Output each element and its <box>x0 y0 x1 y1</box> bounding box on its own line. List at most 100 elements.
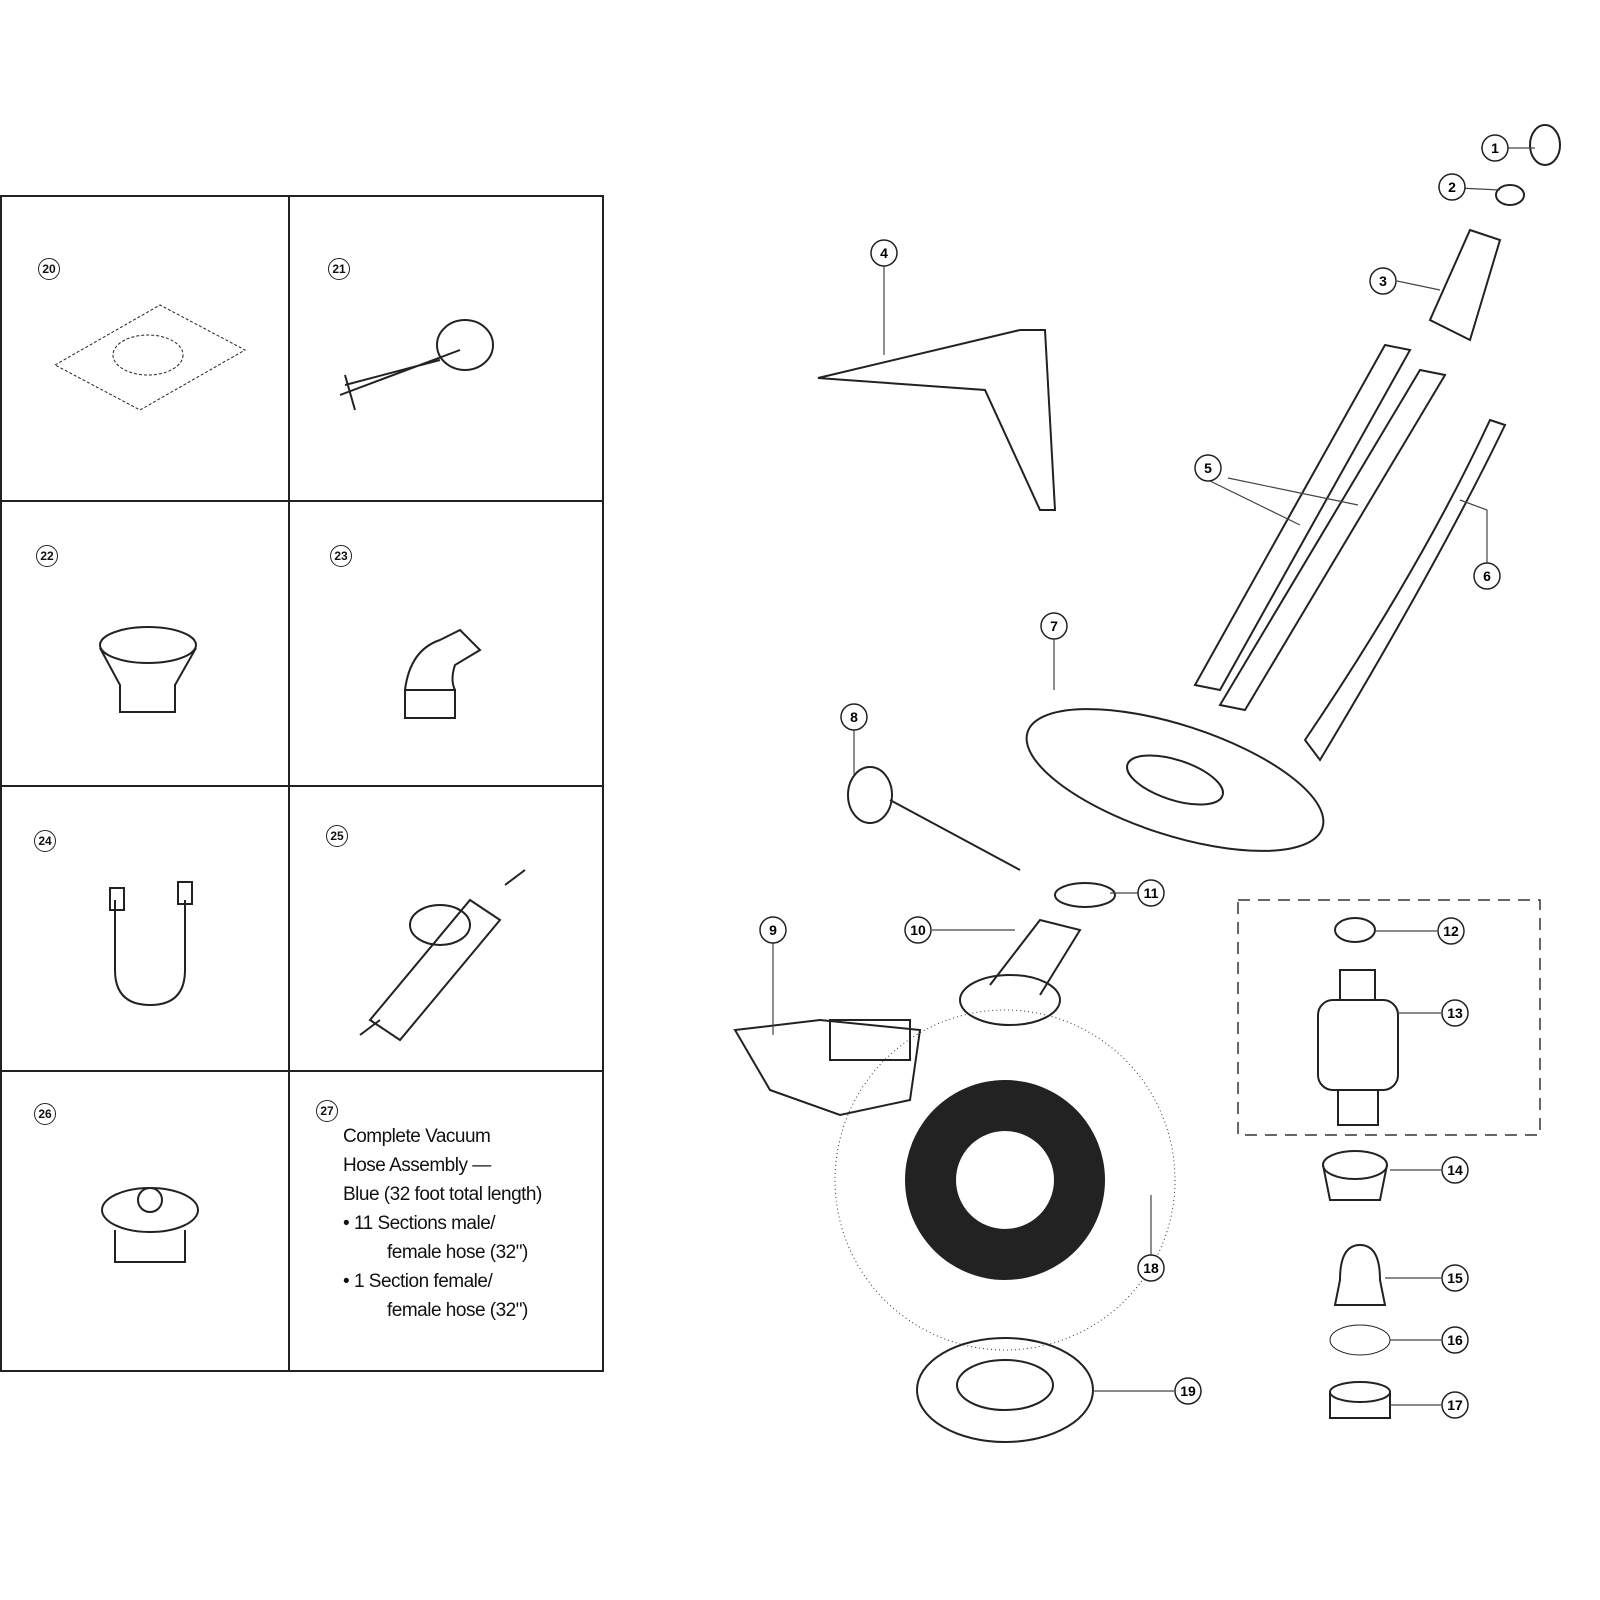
part-24-drawing <box>109 881 193 1007</box>
accessory-parts-grid <box>0 195 604 1372</box>
callout-15: 15 <box>1441 1264 1469 1292</box>
callout-circle <box>1137 879 1165 907</box>
part-13-drawing <box>1317 969 1399 1126</box>
callout-number: 13 <box>1447 1005 1463 1021</box>
grid-divider <box>2 785 602 787</box>
callout-circle <box>1040 612 1068 640</box>
bullet-line: female hose (32") <box>387 1242 528 1263</box>
callout-19: 19 <box>1174 1377 1202 1405</box>
part-15-drawing <box>1333 1243 1387 1306</box>
callout-circle <box>1441 1326 1469 1354</box>
grid-divider <box>288 197 290 1370</box>
callout-circle <box>1473 562 1501 590</box>
part-19-drawing <box>916 1337 1094 1443</box>
part-label-24: 24 <box>34 830 56 852</box>
callout-number: 8 <box>850 709 858 725</box>
callout-circle <box>1437 917 1465 945</box>
part-1-drawing <box>1529 124 1561 166</box>
part-label-26: 26 <box>34 1103 56 1125</box>
callout-4: 4 <box>870 239 898 267</box>
callout-circle <box>840 703 868 731</box>
part-label-20: 20 <box>38 258 60 280</box>
callout-3: 3 <box>1369 267 1397 295</box>
callout-8: 8 <box>840 703 868 731</box>
part-14-drawing <box>1322 1150 1388 1201</box>
callout-number: 14 <box>1447 1162 1463 1178</box>
part-label-23: 23 <box>330 545 352 567</box>
callout-number: 17 <box>1447 1397 1463 1413</box>
callout-number: 19 <box>1180 1383 1196 1399</box>
callout-number: 1 <box>1491 140 1499 156</box>
callout-14: 14 <box>1441 1156 1469 1184</box>
part-26-drawing <box>101 1187 199 1263</box>
desc-line: Blue (32 foot total length) <box>343 1184 542 1205</box>
callout-number: 11 <box>1144 885 1159 901</box>
part-10-11-drawing <box>959 882 1116 1026</box>
callout-18: 18 <box>1137 1254 1165 1282</box>
callout-2: 2 <box>1438 173 1466 201</box>
callout-circle <box>759 916 787 944</box>
callout-number: 18 <box>1143 1260 1159 1276</box>
callout-number: 9 <box>769 922 777 938</box>
callout-number: 3 <box>1379 273 1387 289</box>
callout-1: 1 <box>1481 134 1509 162</box>
kit-group-box <box>1237 899 1541 1136</box>
bullet-line: female hose (32") <box>387 1300 528 1321</box>
part-25-drawing <box>359 869 526 1042</box>
callout-12: 12 <box>1437 917 1465 945</box>
callout-circle <box>1441 1264 1469 1292</box>
part-16-drawing <box>1329 1324 1391 1356</box>
part-4-drawing <box>817 329 1057 511</box>
callout-6: 6 <box>1473 562 1501 590</box>
callout-7: 7 <box>1040 612 1068 640</box>
part-20-drawing <box>53 304 247 411</box>
grid-divider <box>2 500 602 502</box>
callout-circle <box>904 916 932 944</box>
callout-9: 9 <box>759 916 787 944</box>
part-18-drawing <box>834 1009 1176 1351</box>
callout-circle <box>1441 999 1469 1027</box>
part-22-drawing <box>99 626 197 713</box>
part-8-drawing <box>847 766 1021 871</box>
callout-5: 5 <box>1194 454 1222 482</box>
callout-circle <box>1481 134 1509 162</box>
callout-number: 4 <box>880 245 888 261</box>
part-2-drawing <box>1495 184 1525 206</box>
part-21-drawing <box>339 319 494 411</box>
part-23-drawing <box>404 628 482 719</box>
part-label-22: 22 <box>36 545 58 567</box>
callout-17: 17 <box>1441 1391 1469 1419</box>
callout-circle <box>870 239 898 267</box>
part-9-drawing <box>733 1018 922 1117</box>
callout-number: 16 <box>1447 1332 1463 1348</box>
part-7-drawing <box>1025 708 1325 852</box>
callout-16: 16 <box>1441 1326 1469 1354</box>
callout-circle <box>1369 267 1397 295</box>
callout-circle <box>1174 1377 1202 1405</box>
part-12-drawing <box>1334 917 1376 943</box>
callout-circle <box>1441 1391 1469 1419</box>
part-3-drawing <box>1428 228 1502 342</box>
callout-number: 12 <box>1443 923 1459 939</box>
callout-number: 5 <box>1204 460 1212 476</box>
callout-circle <box>1137 1254 1165 1282</box>
callout-10: 10 <box>904 916 932 944</box>
callout-number: 7 <box>1050 618 1058 634</box>
grid-divider <box>2 1070 602 1072</box>
part-17-drawing <box>1329 1381 1391 1419</box>
callout-circle <box>1441 1156 1469 1184</box>
desc-line: Complete Vacuum <box>343 1126 491 1147</box>
callout-number: 2 <box>1448 179 1456 195</box>
bullet-line: 1 Section female/ <box>353 1271 493 1292</box>
callout-number: 15 <box>1447 1270 1463 1286</box>
bullet-line: 11 Sections male/ <box>353 1213 496 1234</box>
part-27-description: Complete Vacuum Hose Assembly — Blue (32… <box>343 1122 542 1325</box>
part-label-21: 21 <box>328 258 350 280</box>
part-6-drawing <box>1303 418 1507 762</box>
callout-number: 10 <box>910 922 926 938</box>
callout-13: 13 <box>1441 999 1469 1027</box>
desc-line: Hose Assembly — <box>343 1155 491 1176</box>
part-5-drawing <box>1193 343 1447 712</box>
